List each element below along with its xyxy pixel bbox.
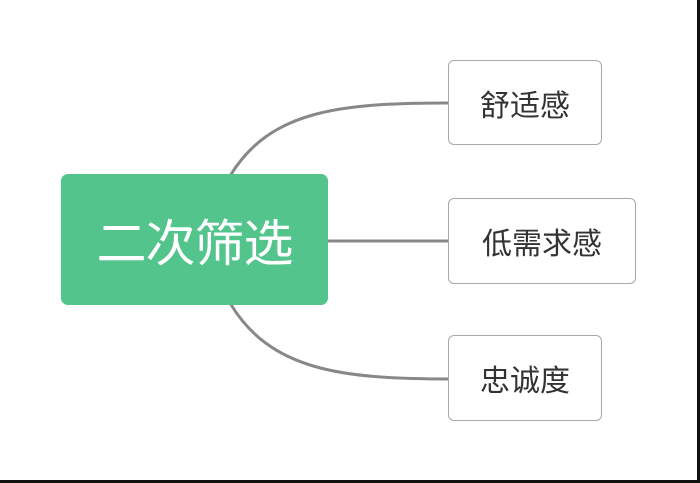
subtopic-label: 低需求感 (482, 227, 602, 262)
connector-bottom (228, 302, 450, 381)
subtopic-comfort[interactable]: 舒适感 (448, 60, 602, 145)
root-topic[interactable]: 二次筛选 (61, 174, 328, 305)
subtopic-loyalty[interactable]: 忠诚度 (448, 335, 602, 421)
connector-top (228, 101, 450, 177)
root-topic-label: 二次筛选 (96, 214, 294, 273)
subtopic-label: 忠诚度 (480, 364, 570, 399)
subtopic-low-demand[interactable]: 低需求感 (448, 198, 636, 284)
subtopic-label: 舒适感 (480, 88, 570, 124)
